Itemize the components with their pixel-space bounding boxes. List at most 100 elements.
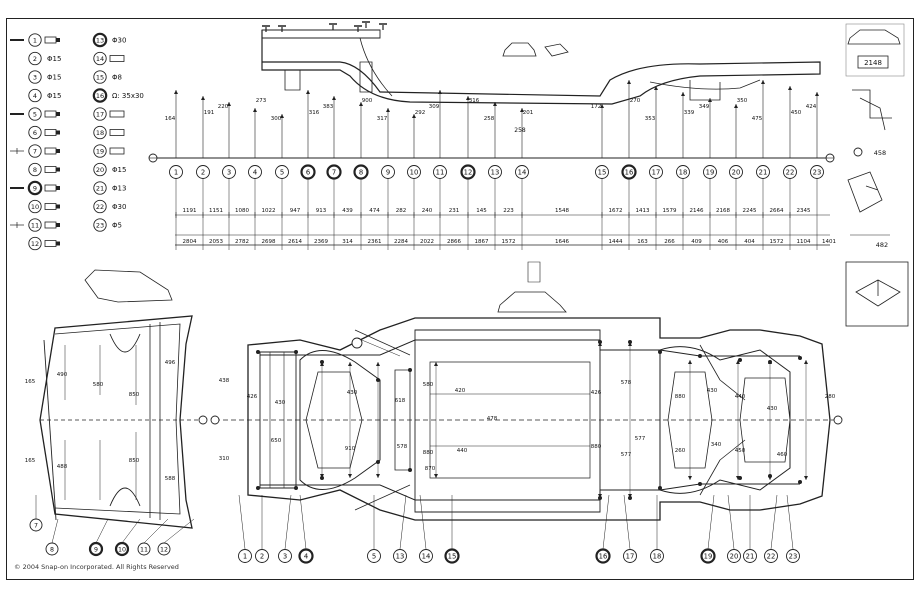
side-point-15-number: 15: [598, 168, 607, 176]
side-point-21-number: 21: [759, 168, 768, 176]
reference-hole: [256, 350, 260, 354]
bottom-callout-5-number: 5: [372, 552, 376, 560]
callout-leader: [95, 518, 109, 544]
legend-right-15-number: 15: [96, 73, 104, 81]
side-row1-label: 947: [290, 208, 301, 214]
reference-hole: [698, 482, 702, 486]
front-callout-9-number: 9: [94, 546, 98, 553]
side-row2-label: 2369: [314, 239, 328, 245]
side-height-label: 900: [362, 98, 373, 104]
fastener-icon: [109, 129, 125, 136]
reference-hole: [320, 476, 324, 480]
main-dim-label: 426: [247, 394, 258, 400]
fastener-icon: [44, 129, 57, 136]
side-row2-label: 1572: [502, 239, 516, 245]
arrow-head: [359, 102, 363, 106]
front-callout-12-number: 12: [160, 546, 168, 553]
bottom-callout-15-number: 15: [448, 552, 457, 560]
arrow-head: [761, 80, 765, 84]
main-dim-label: 578: [397, 444, 408, 450]
reference-hole: [408, 368, 412, 372]
arrow-head: [376, 362, 380, 366]
bottom-callout-1-circle: [238, 549, 252, 563]
callout-leader: [356, 337, 401, 357]
fastener-icon: [44, 184, 57, 192]
side-height-label: 424: [806, 104, 817, 110]
side-point-22-number: 22: [786, 168, 795, 176]
arrow-head: [493, 102, 497, 106]
side-height-label: 350: [737, 98, 748, 104]
main-dim-label: 430: [275, 400, 286, 406]
side-point-11-number: 11: [436, 168, 445, 176]
side-height-label: 220: [218, 104, 229, 110]
car-icon: [502, 42, 537, 57]
bottom-callout-21-number: 21: [746, 552, 755, 560]
side-point-18-number: 18: [679, 168, 688, 176]
main-dim-label: 430: [347, 390, 358, 396]
side-row1-label: 231: [449, 208, 460, 214]
side-row1-label: 2168: [716, 208, 730, 214]
side-point-12-number: 12: [464, 168, 473, 176]
reference-hole: [256, 486, 260, 490]
side-height-label: 270: [630, 98, 641, 104]
arrow-head: [815, 92, 819, 96]
side-point-4-circle: [248, 165, 262, 179]
legend-left-11-number: 11: [31, 221, 39, 229]
detail-box: [845, 261, 909, 327]
side-height-label: 273: [256, 98, 267, 104]
arrow-head: [688, 360, 692, 364]
front-dim-label: 496: [165, 360, 176, 366]
legend-left-7-circle: [28, 144, 42, 158]
bottom-callout-20-number: 20: [730, 552, 739, 560]
main-dim-label: 426: [591, 390, 602, 396]
side-height-label: 450: [791, 110, 802, 116]
side-point-20-circle: [729, 165, 743, 179]
right-frame-rail: [260, 483, 800, 501]
main-dim-label: 578: [621, 380, 632, 386]
side-row1-label: 1080: [235, 208, 249, 214]
side-height-label: 475: [752, 116, 763, 122]
side-height-label: 258: [484, 116, 495, 122]
side-height-label: 383: [323, 104, 334, 110]
side-row1-label: 1191: [183, 208, 197, 214]
lift-icon: [527, 261, 541, 283]
legend-left-1-circle: [28, 33, 42, 47]
main-datum-right-circle: [833, 415, 843, 425]
bottom-callout-20-circle: [727, 549, 741, 563]
side-row1-label: 913: [316, 208, 327, 214]
reference-hole: [628, 340, 632, 344]
legend-right-20-circle: [93, 162, 107, 177]
side-point-18-circle: [676, 165, 690, 179]
callout-leader: [299, 494, 307, 550]
side-point-16-number: 16: [625, 168, 634, 176]
side-rear-arm: [649, 79, 761, 90]
fastener-icon-head: [56, 149, 60, 153]
left-frame-rail: [260, 339, 800, 357]
legend-right-15-circle: [93, 70, 107, 84]
fastener-icon-head: [56, 130, 60, 135]
legend-left-12-circle: [28, 236, 42, 251]
main-dim-label: 618: [395, 398, 406, 404]
legend-right-17-circle: [93, 107, 107, 121]
side-point-6-circle: [300, 164, 316, 180]
arrow-head: [681, 92, 685, 96]
side-row2-label: 406: [718, 239, 729, 245]
reference-hole: [598, 496, 602, 500]
arrow-head: [332, 96, 336, 100]
fastener-icon: [44, 221, 57, 229]
front-dim-label: 588: [165, 476, 176, 482]
legend-spec: Ω: 35x30: [112, 92, 144, 100]
side-point-20-number: 20: [732, 168, 741, 176]
fastener-icon: [44, 36, 57, 44]
side-point-16-circle: [621, 164, 637, 180]
arrow-head: [306, 90, 310, 94]
detail-figure-2: [847, 171, 883, 213]
bottom-callout-3-circle: [278, 549, 292, 563]
callout-leader: [419, 494, 427, 550]
reference-hole: [768, 360, 772, 364]
side-point-19-number: 19: [706, 168, 715, 176]
side-height-label: 316: [309, 110, 320, 116]
side-row1-label: 2146: [690, 208, 704, 214]
legend-right-22-circle: [93, 199, 107, 214]
